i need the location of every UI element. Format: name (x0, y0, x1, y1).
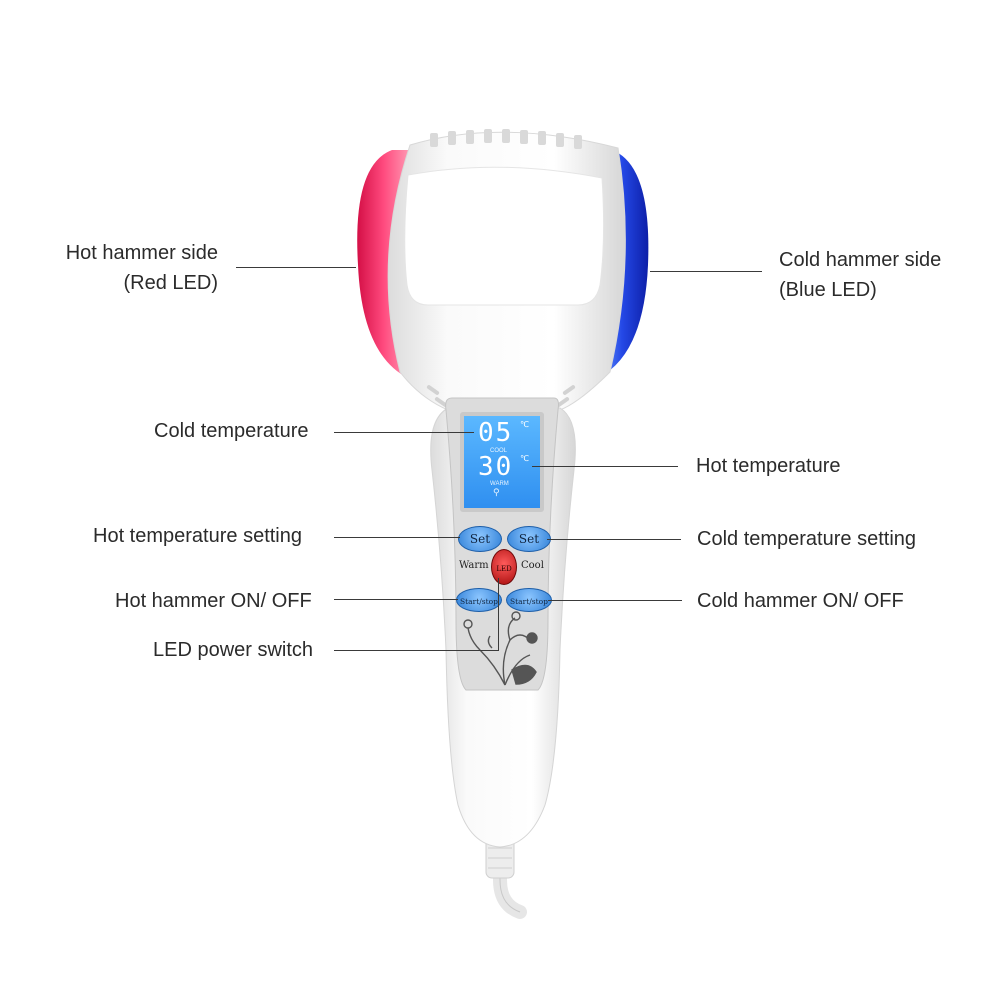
lcd-hot-unit: ℃ (520, 454, 529, 463)
cold-set-button[interactable]: Set (507, 526, 551, 552)
callout-hot-temperature-setting: Hot temperature setting (93, 525, 302, 547)
lcd-power-icon: ⚲ (493, 487, 500, 497)
hot-start-stop-label: Start/stop (460, 597, 498, 606)
led-power-button[interactable]: LED (491, 549, 517, 585)
lcd-hot-value: 30 (478, 452, 514, 482)
leader-led-power-switch (334, 650, 499, 651)
cool-label: Cool (521, 560, 544, 571)
callout-cold-hammer-side-line2: (Blue LED) (779, 279, 877, 301)
callout-cold-temperature-setting: Cold temperature setting (697, 528, 917, 550)
callout-hot-hammer-side-line2: (Red LED) (123, 272, 218, 294)
lcd-hot-caption: WARM (490, 481, 509, 487)
side-vents (426, 385, 576, 407)
lcd-cold-unit: ℃ (520, 420, 529, 429)
leader-hot-temperature (532, 466, 678, 467)
callout-hot-hammer-side: Hot hammer side (Red LED) (40, 238, 218, 298)
top-vents (430, 129, 582, 149)
leader-led-power-switch-vertical (498, 578, 499, 650)
cold-start-stop-label: Start/stop (510, 597, 548, 606)
head-front-panel (404, 166, 605, 306)
leader-cold-hammer-on-off (548, 600, 682, 601)
callout-led-power-switch: LED power switch (153, 639, 314, 661)
callout-cold-hammer-side: Cold hammer side (Blue LED) (779, 245, 941, 305)
led-button-label: LED (496, 565, 512, 573)
cold-set-label: Set (518, 532, 540, 546)
lcd-cold-caption: COOL (490, 448, 508, 454)
callout-hot-hammer-side-line1: Hot hammer side (65, 242, 218, 264)
callout-cold-hammer-side-line1: Cold hammer side (779, 249, 942, 271)
callout-cold-hammer-on-off: Cold hammer ON/ OFF (697, 590, 904, 612)
leader-cold-temperature (334, 432, 474, 433)
callout-cold-temperature: Cold temperature (154, 420, 309, 442)
leader-hot-hammer-side (236, 267, 356, 268)
leader-hot-hammer-on-off (334, 599, 458, 600)
hot-set-button[interactable]: Set (458, 526, 502, 552)
lcd-screen (464, 416, 540, 508)
leader-cold-temperature-setting (547, 539, 681, 540)
hot-set-label: Set (469, 532, 491, 546)
callout-hot-hammer-on-off: Hot hammer ON/ OFF (115, 590, 312, 612)
cold-start-stop-button[interactable]: Start/stop (506, 588, 552, 612)
floral-decoration (463, 611, 538, 686)
lcd-cold-value: 05 (478, 418, 514, 448)
warm-label: Warm (459, 560, 489, 571)
leader-cold-hammer-side (650, 271, 762, 272)
hot-start-stop-button[interactable]: Start/stop (456, 588, 502, 612)
callout-hot-temperature: Hot temperature (696, 455, 841, 477)
leader-hot-temperature-setting (334, 537, 460, 538)
lcd-hot-readout: 30 ℃ (470, 452, 534, 482)
lcd-cold-readout: 05 ℃ (470, 418, 534, 448)
